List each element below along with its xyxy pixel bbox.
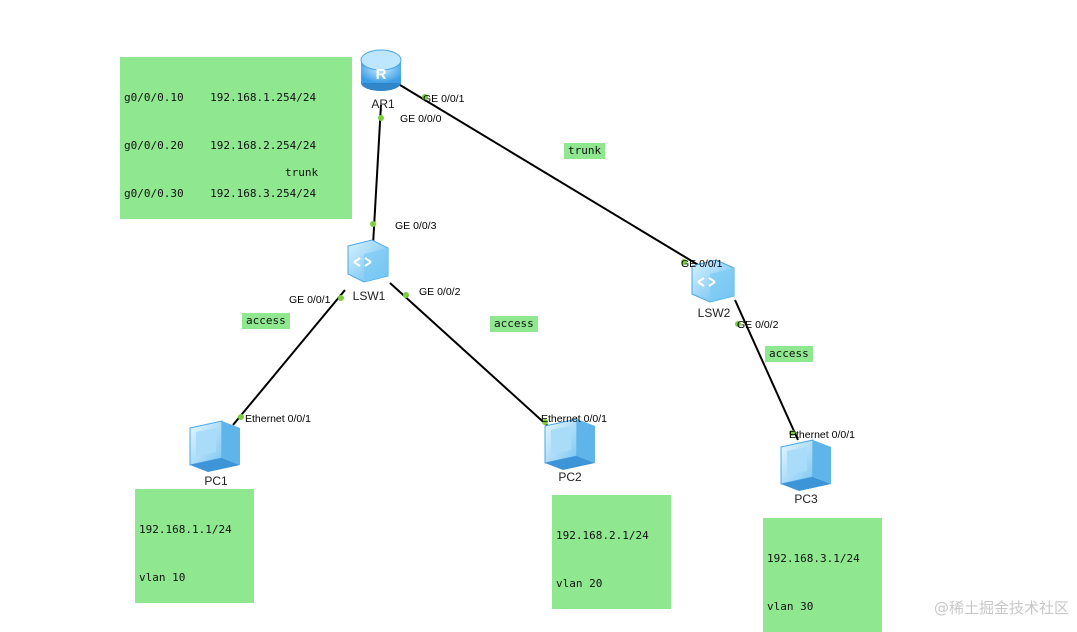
port-dot-ar1-g001[interactable]: [422, 94, 428, 100]
note-pc2: 192.168.2.1/24 vlan 20: [552, 495, 671, 609]
note-pc1: 192.168.1.1/24 vlan 10: [135, 489, 254, 603]
port-label-lsw1-g002: GE 0/0/2: [419, 286, 461, 298]
subif-name: g0/0/0.20: [124, 139, 184, 152]
note-pc2-vlan: vlan 20: [556, 577, 603, 590]
link-type-ar1-lsw2: trunk: [564, 143, 606, 159]
note-pc1-ip: 192.168.1.1/24: [139, 523, 232, 536]
subif-ip: 192.168.3.254/24: [210, 187, 317, 200]
pc-pc2[interactable]: PC2: [544, 418, 595, 484]
link-type-lsw1-pc2: access: [490, 316, 538, 332]
note-pc3-vlan: vlan 30: [767, 600, 814, 613]
subif-name: g0/0/0.30: [124, 187, 184, 200]
port-dot-pc1-eth[interactable]: [238, 414, 244, 420]
links: [232, 84, 799, 441]
router-icon: R: [360, 49, 402, 91]
note-pc3-ip: 192.168.3.1/24: [767, 552, 860, 565]
port-label-pc1-eth: Ethernet 0/0/1: [245, 413, 311, 425]
device-label-pc2: PC2: [558, 470, 582, 484]
port-dot-lsw1-g001[interactable]: [338, 295, 344, 301]
pc-icon: [189, 420, 240, 472]
pc-icon: [544, 418, 595, 470]
device-label-pc3: PC3: [794, 492, 818, 506]
subif-row: g0/0/0.30 192.168.3.254/24: [124, 186, 348, 202]
port-dot-lsw1-g002[interactable]: [403, 292, 409, 298]
port-dot-lsw2-g001[interactable]: [681, 259, 687, 265]
link-lsw2-pc3[interactable]: [734, 299, 799, 441]
router-ar1[interactable]: R AR1: [360, 49, 402, 111]
port-label-lsw2-g001: GE 0/0/1: [681, 258, 723, 270]
link-lsw1-pc2[interactable]: [389, 282, 551, 429]
port-label-ar1-g001: GE 0/0/1: [423, 93, 465, 105]
switch-icon: [691, 259, 735, 303]
pc-icon: [780, 439, 831, 491]
port-dot-ar1-g000[interactable]: [378, 115, 384, 121]
subif-row: g0/0/0.10 192.168.1.254/24: [124, 90, 348, 106]
port-dot-lsw1-g003[interactable]: [370, 221, 376, 227]
note-pc3: 192.168.3.1/24 vlan 30: [763, 518, 882, 632]
note-pc1-vlan: vlan 10: [139, 571, 186, 584]
link-lsw1-pc1[interactable]: [232, 289, 346, 426]
router-glyph: R: [376, 66, 387, 83]
link-type-lsw1-pc1: access: [242, 313, 290, 329]
port-dots: [238, 94, 795, 436]
switch-lsw2[interactable]: LSW2: [691, 259, 735, 320]
subif-row: g0/0/0.20 192.168.2.254/24: [124, 138, 348, 154]
note-ar1-subinterfaces: g0/0/0.10 192.168.1.254/24 g0/0/0.20 192…: [120, 57, 352, 219]
note-pc2-ip: 192.168.2.1/24: [556, 529, 649, 542]
device-label-pc1: PC1: [204, 474, 228, 488]
port-label-pc2-eth: Ethernet 0/0/1: [541, 413, 607, 425]
port-label-lsw1-g001: GE 0/0/1: [289, 294, 331, 306]
port-label-ar1-g000: GE 0/0/0: [400, 113, 442, 125]
device-label-lsw2: LSW2: [698, 306, 731, 320]
subif-ip: 192.168.1.254/24: [210, 91, 317, 104]
port-dot-lsw2-g002[interactable]: [735, 321, 741, 327]
subif-ip: 192.168.2.254/24: [210, 139, 317, 152]
link-ar1-lsw2[interactable]: [399, 84, 701, 267]
pc-pc1[interactable]: PC1: [189, 420, 240, 488]
port-labels: GE 0/0/1 GE 0/0/0 GE 0/0/3 GE 0/0/1 GE 0…: [245, 93, 855, 441]
pc-pc3[interactable]: PC3: [780, 439, 831, 506]
link-type-ar1-lsw1: trunk: [281, 165, 323, 181]
subif-name: g0/0/0.10: [124, 91, 184, 104]
switch-icon: [347, 239, 389, 283]
device-label-ar1: AR1: [371, 97, 395, 111]
switch-lsw1[interactable]: LSW1: [347, 239, 389, 303]
port-label-pc3-eth: Ethernet 0/0/1: [789, 429, 855, 441]
port-label-lsw1-g003: GE 0/0/3: [395, 220, 437, 232]
port-label-lsw2-g002: GE 0/0/2: [737, 319, 779, 331]
port-dot-pc2-eth[interactable]: [542, 419, 548, 425]
watermark: @稀土掘金技术社区: [933, 599, 1069, 617]
device-label-lsw1: LSW1: [353, 289, 386, 303]
link-type-lsw2-pc3: access: [765, 346, 813, 362]
port-dot-pc3-eth[interactable]: [789, 430, 795, 436]
